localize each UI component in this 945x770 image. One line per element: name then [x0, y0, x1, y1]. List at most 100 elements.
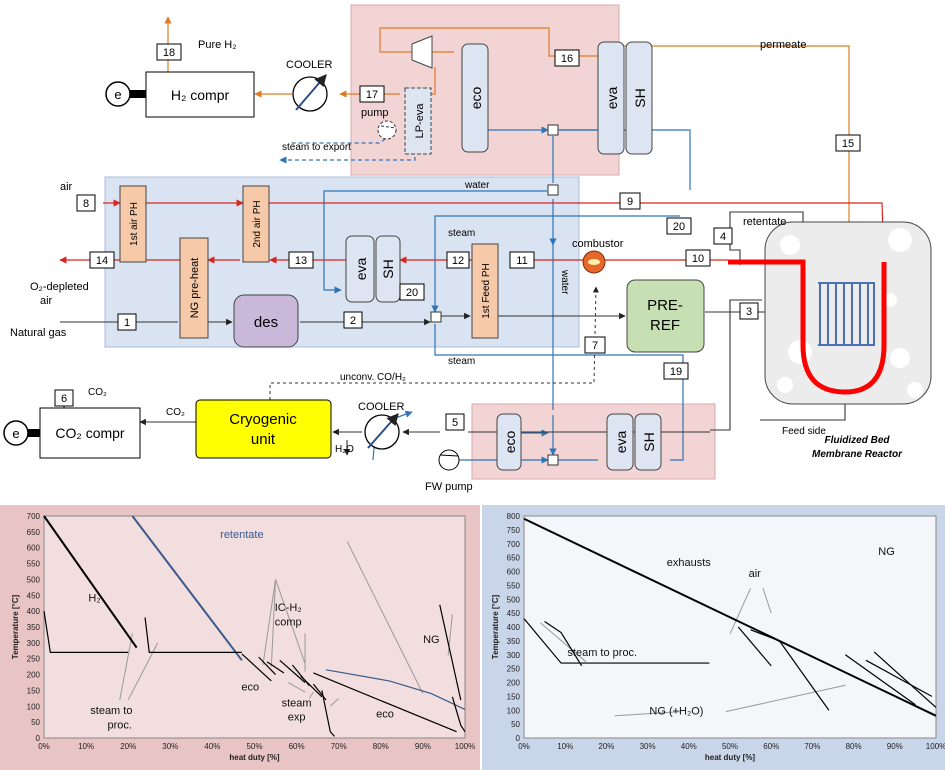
- combustor-icon: [582, 250, 606, 274]
- svg-text:3: 3: [746, 306, 752, 318]
- cooler-bottom-icon: [364, 413, 400, 450]
- left-curve: [439, 604, 462, 701]
- stream-box-17: 17: [359, 85, 385, 103]
- co2-compr-label: CO₂ compr: [55, 425, 125, 441]
- lp-evaporator: LP-eva: [404, 87, 432, 155]
- left-series-retentate: [131, 515, 243, 661]
- svg-text:NG pre-heat: NG pre-heat: [189, 258, 201, 319]
- right-leader-line: [729, 587, 752, 635]
- h2-compr-label: H₂ compr: [171, 87, 230, 103]
- svg-text:SH: SH: [380, 259, 396, 278]
- left-curve: [258, 656, 276, 675]
- combustor-label: combustor: [572, 238, 624, 250]
- left-leader-line: [119, 633, 133, 701]
- left-ytick-label: 700: [27, 512, 41, 521]
- svg-text:8: 8: [83, 198, 89, 210]
- water-vertical-label: water: [559, 269, 570, 295]
- left-curve: [144, 617, 242, 653]
- left-xtick-label: 40%: [204, 742, 220, 751]
- svg-text:15: 15: [842, 138, 854, 150]
- right-ytick-label: 100: [507, 706, 521, 715]
- unconv-label: unconv. CO/H₂: [340, 372, 406, 383]
- fw-pump-icon: [438, 449, 460, 471]
- svg-text:REF: REF: [650, 317, 680, 334]
- svg-text:1st Feed PH: 1st Feed PH: [481, 263, 492, 319]
- left-xtick-label: 70%: [331, 742, 347, 751]
- left-leader-line: [346, 541, 424, 694]
- left-annotation: H₂: [88, 593, 100, 605]
- o2-depleted-label: O₂-depleted: [30, 281, 89, 293]
- right-ytick-label: 200: [507, 679, 521, 688]
- eva-top: eva: [597, 41, 625, 155]
- left-curve: [325, 669, 466, 710]
- left-xlabel: heat duty [%]: [229, 753, 280, 762]
- feed-side-label: Feed side: [782, 426, 826, 437]
- stream-box-16: 16: [554, 49, 580, 67]
- stream-box-13: 13: [288, 251, 314, 269]
- right-ytick-label: 500: [507, 595, 521, 604]
- mixer-icons: [430, 124, 559, 466]
- right-curve: [865, 659, 933, 697]
- pump-icon: [377, 120, 397, 140]
- cryogenic-unit: Cryogenic unit: [195, 399, 332, 459]
- left-annotation: eco: [376, 708, 394, 720]
- pure-h2-label: Pure H₂: [198, 39, 237, 51]
- h2-compressor: e H₂ compr: [105, 71, 255, 118]
- stream-box-14: 14: [89, 251, 115, 269]
- eco-bottom: eco: [496, 413, 522, 471]
- svg-text:LP-eva: LP-eva: [414, 103, 426, 139]
- svg-text:14: 14: [96, 255, 108, 267]
- right-plot-area: [523, 515, 937, 739]
- svg-text:Membrane Reactor: Membrane Reactor: [812, 449, 903, 460]
- svg-text:7: 7: [592, 340, 598, 352]
- right-curve: [523, 618, 710, 664]
- left-curve: [313, 672, 457, 733]
- left-curve: [241, 653, 272, 682]
- reactor-label: Fluidized Bed: [825, 435, 891, 446]
- svg-text:des: des: [254, 314, 278, 331]
- stream-box-3: 3: [739, 302, 759, 320]
- left-annotation: IC-H₂: [275, 602, 302, 614]
- svg-text:air: air: [40, 295, 53, 307]
- turbine-icon: [411, 35, 433, 69]
- left-annotation: exp: [288, 712, 306, 724]
- left-xtick-label: 80%: [373, 742, 389, 751]
- left-xtick-label: 90%: [415, 742, 431, 751]
- stream-box-20b: 20: [399, 283, 425, 301]
- right-xtick-label: 20%: [598, 742, 614, 751]
- air-preheater-2: 2nd air PH: [242, 185, 270, 263]
- left-annotation: retentate: [220, 529, 263, 541]
- left-leader-line: [308, 691, 314, 699]
- right-curve: [544, 620, 583, 667]
- right-ytick-label: 50: [511, 720, 520, 729]
- h2o-label: H₂O: [335, 444, 354, 455]
- left-ytick-label: 550: [27, 560, 41, 569]
- air-label: air: [60, 181, 73, 193]
- right-curve: [873, 651, 937, 708]
- sh-mid: SH: [375, 235, 401, 303]
- pump-label: pump: [361, 107, 389, 119]
- left-xtick-label: 0%: [38, 742, 50, 751]
- left-curve: [300, 675, 323, 698]
- stream-box-4: 4: [713, 227, 733, 245]
- stream-box-18: 18: [156, 43, 182, 61]
- ng-preheater: NG pre-heat: [179, 237, 209, 339]
- svg-text:eco: eco: [502, 431, 518, 454]
- left-ytick-label: 400: [27, 607, 41, 616]
- permeate-label: permeate: [760, 39, 806, 51]
- svg-text:e: e: [12, 426, 19, 441]
- svg-text:2nd air PH: 2nd air PH: [252, 200, 263, 247]
- svg-text:19: 19: [670, 366, 682, 378]
- sh-bottom: SH: [634, 413, 662, 471]
- stream-box-10: 10: [685, 249, 711, 267]
- left-xtick-label: 50%: [246, 742, 262, 751]
- left-leader-line: [287, 682, 306, 693]
- left-xtick-label: 20%: [120, 742, 136, 751]
- stream-box-5: 5: [445, 413, 465, 431]
- sh-top: SH: [625, 41, 653, 155]
- left-xtick-label: 10%: [78, 742, 94, 751]
- right-ytick-label: 350: [507, 637, 521, 646]
- svg-text:5: 5: [452, 417, 458, 429]
- right-ytick-label: 250: [507, 665, 521, 674]
- left-ytick-label: 100: [27, 702, 41, 711]
